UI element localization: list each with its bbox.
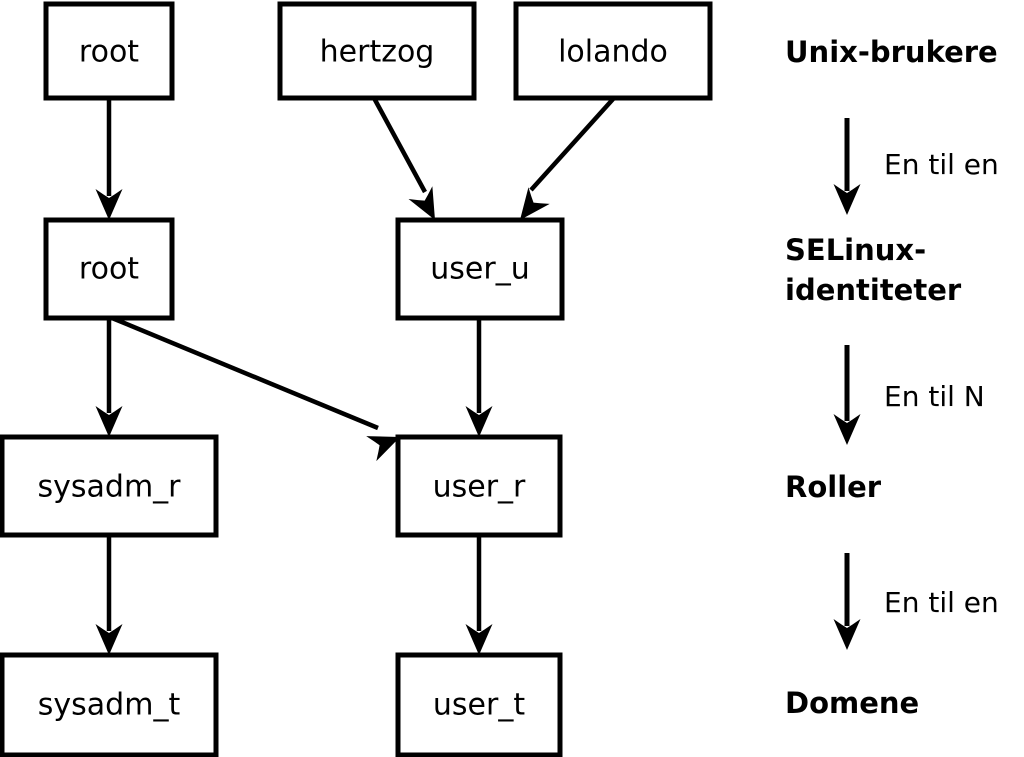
edge-hertzog-to-user-u (372, 96, 447, 227)
legend-relation-roles-to-domains: En til en (884, 586, 999, 619)
node-unix-root[interactable]: root (43, 1, 175, 101)
edge-layer (95, 96, 616, 655)
legend-layer-domene: Domene (785, 686, 919, 720)
node-label: root (79, 35, 139, 70)
edge-selinux-root-to-user-r (111, 315, 406, 462)
edge-unix-root-to-selinux-root (95, 98, 123, 220)
node-domain-sysadm-t[interactable]: sysadm_t (0, 652, 219, 757)
edge-sysadm-r-to-sysadm-t (95, 535, 123, 655)
legend-column: Unix-brukere En til en SELinux- identite… (785, 35, 999, 720)
node-label: user_u (430, 252, 529, 287)
edge-user-u-to-user-r (465, 318, 493, 437)
legend-layer-roller: Roller (785, 470, 882, 504)
node-label: sysadm_r (38, 470, 182, 505)
node-selinux-user-u[interactable]: user_u (395, 217, 565, 321)
node-label: user_t (433, 688, 525, 723)
legend-arrow-one-to-one-bottom (833, 553, 861, 650)
node-label: lolando (558, 35, 668, 70)
legend-relation-unix-to-selinux: En til en (884, 148, 999, 181)
edge-user-r-to-user-t (465, 535, 493, 655)
node-role-sysadm-r[interactable]: sysadm_r (0, 434, 219, 538)
node-selinux-root[interactable]: root (43, 217, 175, 321)
legend-arrow-one-to-n (833, 345, 861, 445)
node-domain-user-t[interactable]: user_t (395, 652, 563, 757)
node-unix-lolando[interactable]: lolando (513, 1, 713, 101)
legend-layer-unix-brukere: Unix-brukere (785, 35, 998, 69)
legend-relation-selinux-to-roles: En til N (884, 380, 985, 413)
edge-selinux-root-to-sysadm-r (95, 318, 123, 437)
legend-layer-selinux-line1: SELinux- (785, 233, 926, 267)
legend-layer-selinux-line2: identiteter (785, 273, 962, 307)
node-label: root (79, 252, 139, 287)
node-layer: root hertzog lolando root user_u sysadm_ (0, 1, 713, 757)
edge-lolando-to-user-u (509, 96, 616, 229)
node-role-user-r[interactable]: user_r (395, 434, 563, 538)
node-label: hertzog (320, 35, 435, 70)
node-label: user_r (433, 470, 526, 505)
legend-arrow-one-to-one-top (833, 118, 861, 215)
node-unix-hertzog[interactable]: hertzog (277, 1, 477, 101)
node-label: sysadm_t (38, 688, 181, 723)
